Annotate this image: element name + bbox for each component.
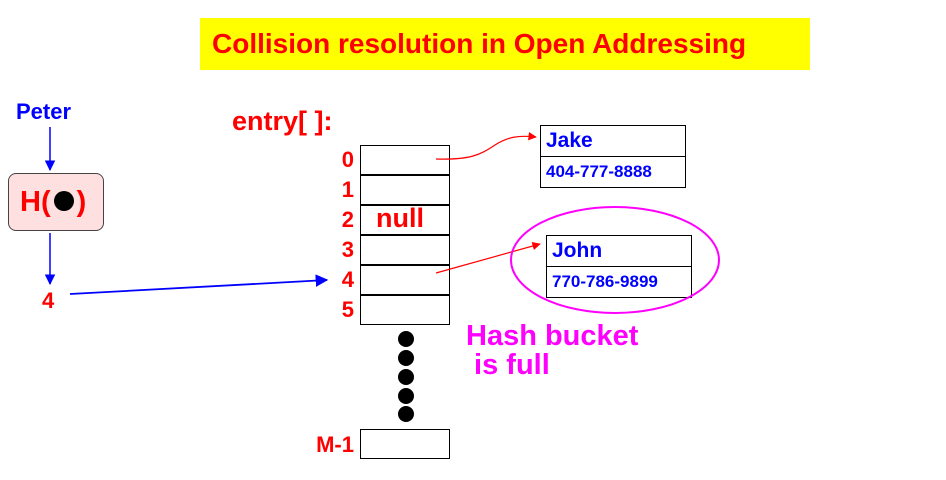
array-cell-5	[360, 295, 450, 325]
hash-value: 4	[42, 288, 55, 313]
array-index-4: 4	[341, 267, 354, 292]
array-index-5: 5	[341, 297, 354, 322]
array-cell-1	[360, 175, 450, 205]
array-cell-2	[360, 205, 450, 235]
ellipsis-dot	[398, 406, 414, 422]
list-node-jake: Jake 404-777-8888	[540, 125, 686, 188]
bucket-full-note: Hash bucket is full	[466, 322, 638, 380]
note-line-1: Hash bucket	[466, 320, 639, 352]
hash-function-suffix: )	[76, 186, 87, 218]
array-index-1: 1	[341, 177, 354, 202]
ellipsis-dot	[398, 388, 414, 404]
array-cell-0	[360, 145, 450, 175]
hash-function-prefix: H(	[20, 186, 51, 218]
hash-function-box: H()	[8, 173, 104, 231]
arrow-value-to-slot	[69, 274, 329, 295]
node-phone: 404-777-8888	[546, 162, 652, 181]
array-label: entry[ ]:	[232, 106, 333, 136]
ellipsis-dot	[398, 369, 414, 385]
array-cell-4	[360, 265, 450, 295]
list-node-john: John 770-786-9899	[546, 235, 692, 298]
array-cell-3	[360, 235, 450, 265]
bullet-icon	[53, 191, 74, 212]
node-name: Jake	[541, 126, 685, 157]
pointer-slot0-to-jake	[435, 131, 537, 160]
note-line-2: is full	[466, 349, 550, 381]
array-index-0: 0	[341, 147, 354, 172]
array-index-3: 3	[341, 237, 354, 262]
ellipsis-dot	[398, 331, 414, 347]
highlight-ellipse	[510, 206, 720, 314]
node-phone: 770-786-9899	[552, 272, 658, 291]
node-name: John	[547, 236, 691, 267]
null-label: null	[376, 203, 424, 233]
diagram-title: Collision resolution in Open Addressing	[200, 18, 810, 70]
ellipsis-dot	[398, 350, 414, 366]
pointer-slot4-to-john	[435, 241, 541, 274]
array-cell-last	[360, 429, 450, 459]
key-label: Peter	[16, 99, 72, 124]
array-index-last: M-1	[316, 432, 354, 457]
array-index-2: 2	[341, 207, 354, 232]
